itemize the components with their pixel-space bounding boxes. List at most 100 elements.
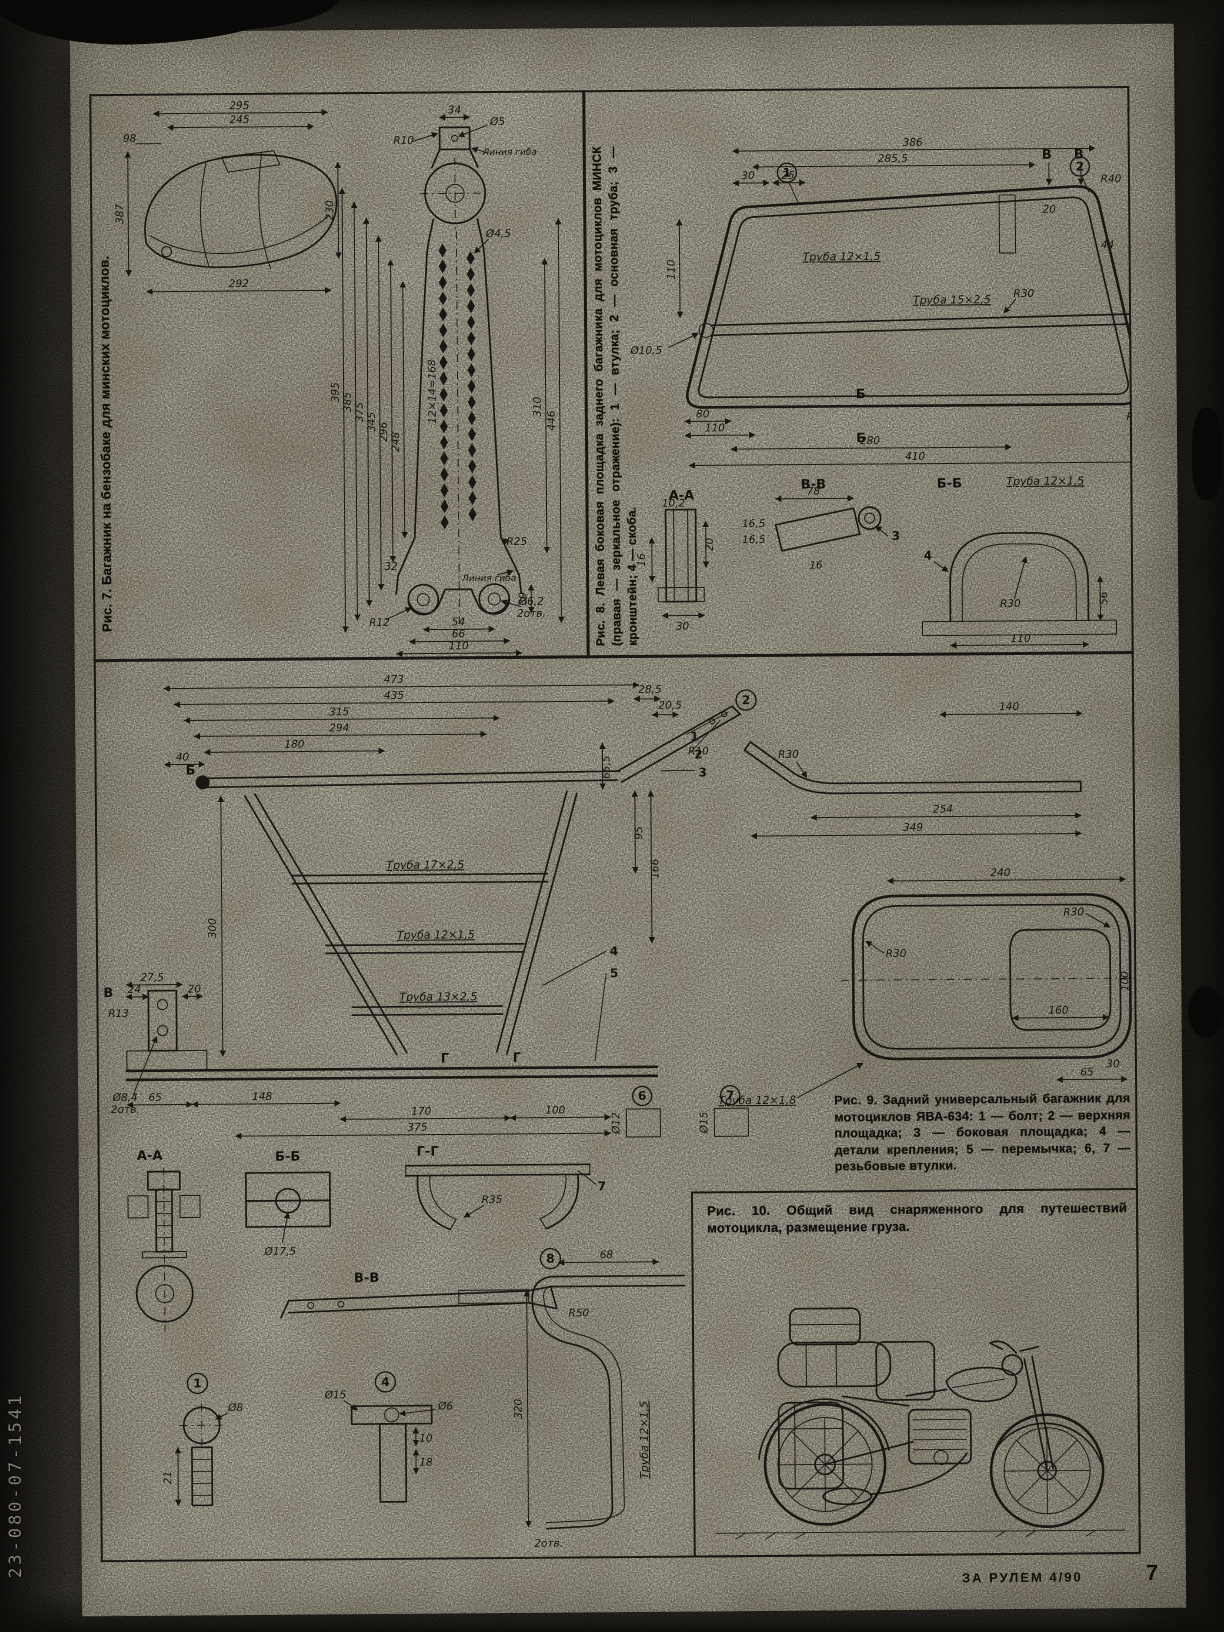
detail-1-bolt: 1 Ø8 21 <box>162 1372 243 1507</box>
dim: 110 <box>449 640 469 652</box>
dim: 446 <box>546 410 558 430</box>
dim: 294 <box>329 722 349 734</box>
callout-4: 4 <box>924 549 932 563</box>
dim: 230 <box>324 200 336 220</box>
svg-text:1: 1 <box>783 166 791 180</box>
dim: 16,5 <box>742 534 766 546</box>
dim: Ø8,4 <box>112 1092 138 1104</box>
dim: 40 <box>176 751 190 763</box>
dim: 170 <box>411 1106 431 1118</box>
dim: 56 <box>1098 591 1110 605</box>
callout-4: 4 <box>610 944 618 958</box>
svg-text:2: 2 <box>1076 159 1084 173</box>
section-b-b: Б-Б Труба 12×1,5 R30 110 56 4 <box>921 474 1118 649</box>
dim: 20 <box>188 983 202 995</box>
dim: Ø5 <box>489 116 505 128</box>
dim: 28,5 <box>638 684 662 696</box>
side-rack-frame: 386 285,5 30 25 В В 1 2 110 Ø10,5 80 110… <box>629 137 1134 469</box>
dim: R10 <box>393 135 414 147</box>
svg-text:А-А: А-А <box>137 1149 163 1164</box>
label: Линия гиба <box>482 148 537 158</box>
fig10-panel: Рис. 10. Общий вид снаряженного для путе… <box>690 1188 1141 1558</box>
section-v-v: В-В 78 16,5 16,5 16 3 <box>742 477 900 571</box>
dim: 166 <box>649 858 661 878</box>
dim: 78 <box>807 485 821 497</box>
dim: 245 <box>229 114 249 126</box>
section-g-g-detail: Г-Г R35 7 <box>404 1144 606 1231</box>
dim: 254 <box>933 803 953 815</box>
section-mark: Г <box>441 1051 449 1066</box>
callout-7b: 7 <box>598 1179 606 1193</box>
tube-label: Труба 12×1,5 <box>1006 474 1084 488</box>
dim: 375 <box>354 402 366 422</box>
dim: Ø17,5 <box>264 1246 297 1258</box>
callout-4b: 4 <box>381 1375 389 1389</box>
section-mark: В <box>1042 148 1052 163</box>
dim: 80 <box>696 408 710 420</box>
dim: R30 <box>886 948 907 960</box>
dim: 30 <box>741 170 755 182</box>
rear-rack-main-view: 473 435 315 294 180 40 28,5 20,5 R10 Б 1… <box>103 674 742 1140</box>
dim: 21 <box>162 1471 174 1484</box>
scan-edge-mark <box>1188 986 1224 1038</box>
dim: 473 <box>384 674 404 686</box>
dim: 240 <box>990 867 1010 879</box>
dim: 148 <box>252 1091 272 1103</box>
dim: R30 <box>778 749 799 761</box>
dim: 100 <box>1119 971 1131 991</box>
dim: Ø12 <box>610 1112 622 1135</box>
tube-label: Труба 12×1,5 <box>397 928 475 942</box>
dim: 395 <box>330 382 342 402</box>
svg-text:Г-Г: Г-Г <box>417 1144 439 1159</box>
dim: R30 <box>1013 288 1034 300</box>
dim: 160 <box>1048 1005 1068 1017</box>
dim: 16 <box>809 559 823 571</box>
dim: 34 <box>448 104 461 116</box>
fuel-tank-side-view: 295 245 387 230 292 98 <box>114 100 342 295</box>
dim: 435 <box>384 690 404 702</box>
fig9-drawing: 473 435 315 294 180 40 28,5 20,5 R10 Б 1… <box>103 674 1137 1140</box>
dim: 12×14=168 <box>426 359 439 424</box>
dim: 10,2 <box>662 498 686 510</box>
tube-label: Труба 13×2,5 <box>399 990 477 1004</box>
dim: 32 <box>384 561 398 573</box>
section-a-a: А-А 10,2 20 30 16 <box>636 488 716 633</box>
dim: 44 <box>1101 239 1114 251</box>
fig7-drawing: 295 245 387 230 292 98 34 Ø5 R10 Ø4,5 39… <box>114 100 565 658</box>
dim: 2отв. <box>534 1538 563 1550</box>
scan-edge-mark <box>1192 408 1222 500</box>
detail-8-profile: 8 68 320 R50 Труба 12×1,5 2отв. <box>513 1247 686 1550</box>
tube-label: Труба 17×2,5 <box>386 858 464 872</box>
dim: 300 <box>207 918 219 938</box>
strap-flat-pattern: 34 Ø5 R10 Ø4,5 395 385 375 345 296 248 4… <box>330 104 565 658</box>
section-mark: Г <box>513 1051 521 1066</box>
svg-text:В-В: В-В <box>354 1271 379 1286</box>
dim: 30 <box>676 621 690 633</box>
dim: R30 <box>1000 598 1021 610</box>
callout-6: 6 <box>638 1089 646 1103</box>
callout-3: 3 <box>892 529 900 543</box>
dim: 296 <box>378 422 390 442</box>
dim: 110 <box>705 422 725 434</box>
fig10-drawing <box>715 1307 1126 1540</box>
dim: 66 <box>452 628 466 640</box>
dim: 295 <box>229 100 249 112</box>
dim: 248 <box>390 431 402 451</box>
section-v-v-detail: В-В <box>280 1271 558 1319</box>
fig8-drawing: 386 285,5 30 25 В В 1 2 110 Ø10,5 80 110… <box>629 137 1134 649</box>
dim: 30 <box>1106 1058 1120 1070</box>
tube-label: Труба 15×2,5 <box>913 293 991 307</box>
label: Линия гиба <box>461 574 516 584</box>
magazine-page: Рис. 7. Багажник на бензобаке для мински… <box>69 23 1187 1617</box>
dim: 68 <box>600 1249 614 1261</box>
dim: R35 <box>482 1194 503 1206</box>
side-platform-frame: 240 R30 R30 100 160 30 65 Труба 12×1,8 <box>718 867 1137 1107</box>
dim: 285,5 <box>878 153 908 165</box>
svg-text:Б-Б: Б-Б <box>937 476 962 491</box>
upper-platform-tube: 2 R30 140 254 349 <box>735 689 1083 840</box>
dim: 95 <box>633 826 645 840</box>
dim: 410 <box>905 451 925 463</box>
svg-text:2: 2 <box>742 693 750 707</box>
dim: 386 <box>903 137 923 149</box>
bushing-sections: 6 Ø12 7 Ø15 <box>610 1085 749 1138</box>
